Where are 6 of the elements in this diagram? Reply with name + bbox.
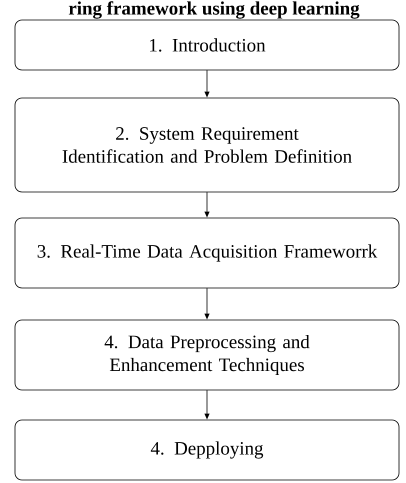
step-box: 3. Real-Time Data Acquisition Frameworrk <box>14 218 400 288</box>
step-box: 1. Introduction <box>14 20 400 70</box>
step-box: 4. Data Preprocessing and Enhancement Techniques <box>14 320 400 390</box>
title: ring framework using deep learning <box>68 1 360 19</box>
step-box: 2. System Requirement Identification and Problem Definition <box>14 98 400 192</box>
step-box: 4. Depploying <box>14 420 400 480</box>
